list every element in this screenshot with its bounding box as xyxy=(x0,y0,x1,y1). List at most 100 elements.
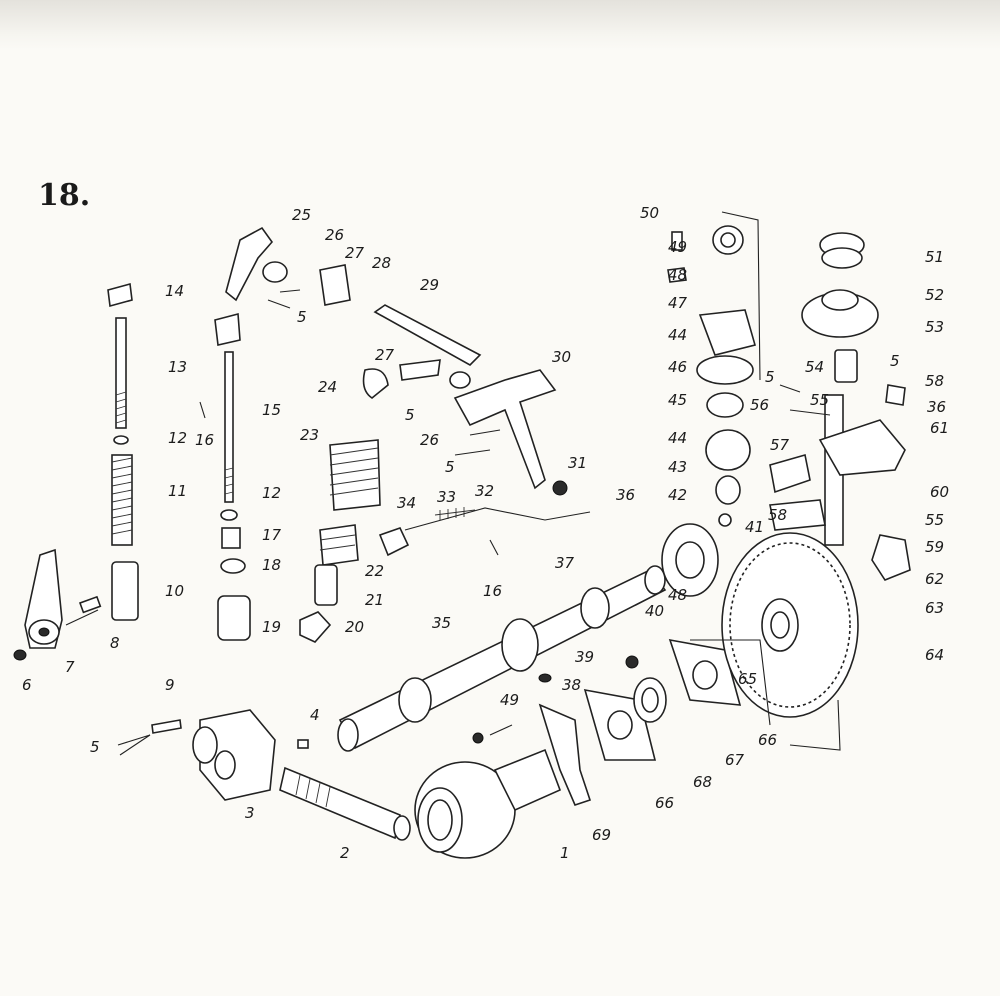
part-tie-rod-13 xyxy=(107,282,139,621)
grouping-bracket xyxy=(690,639,841,751)
callout-55a: 55 xyxy=(810,391,829,409)
callout-59: 59 xyxy=(925,538,944,556)
callout-5c: 5 xyxy=(405,406,415,424)
callout-39: 39 xyxy=(575,648,594,666)
callout-48a: 48 xyxy=(668,266,687,284)
callout-26a: 26 xyxy=(325,226,344,244)
callout-61: 61 xyxy=(930,419,949,437)
callout-38: 38 xyxy=(562,676,581,694)
callout-labels: 1 2 3 4 5 5 5 5 5 5 6 7 8 9 10 11 12 12 … xyxy=(22,204,949,862)
callout-30: 30 xyxy=(552,348,571,366)
callout-69: 69 xyxy=(592,826,611,844)
part-rocker-arm xyxy=(13,548,102,661)
callout-31: 31 xyxy=(568,454,587,472)
callout-56: 56 xyxy=(750,396,769,414)
callout-1: 1 xyxy=(560,844,570,862)
callout-44a: 44 xyxy=(668,326,687,344)
callout-14: 14 xyxy=(165,282,184,300)
callout-51: 51 xyxy=(925,248,944,266)
callout-55b: 55 xyxy=(925,511,944,529)
callout-36a: 36 xyxy=(616,486,635,504)
scan-header-band xyxy=(0,0,1000,50)
callout-43: 43 xyxy=(668,458,687,476)
callout-8: 8 xyxy=(110,634,120,652)
callout-37: 37 xyxy=(555,554,575,572)
part-camshaft-35 xyxy=(337,565,667,752)
callout-63: 63 xyxy=(925,599,944,617)
callout-64: 64 xyxy=(925,646,944,664)
callout-36b: 36 xyxy=(927,398,946,416)
part-tie-rod-15 xyxy=(199,312,251,641)
callout-46: 46 xyxy=(668,358,687,376)
callout-9: 9 xyxy=(165,676,175,694)
callout-7: 7 xyxy=(65,658,75,676)
callout-50: 50 xyxy=(640,204,659,222)
callout-53: 53 xyxy=(925,318,944,336)
callout-2: 2 xyxy=(340,844,350,862)
callout-48b: 48 xyxy=(668,586,687,604)
part-cover-66-69 xyxy=(472,638,742,806)
callout-18: 18 xyxy=(262,556,281,574)
part-governor-stack xyxy=(667,211,761,527)
part-coupling-3 xyxy=(117,709,309,801)
callout-41: 41 xyxy=(745,518,764,536)
callout-57: 57 xyxy=(770,436,790,454)
callout-5f: 5 xyxy=(890,352,900,370)
callout-28: 28 xyxy=(372,254,391,272)
callout-32: 32 xyxy=(475,482,494,500)
callout-60: 60 xyxy=(930,483,949,501)
callout-62: 62 xyxy=(925,570,944,588)
callout-5b: 5 xyxy=(297,308,307,326)
callout-44b: 44 xyxy=(668,429,687,447)
part-rod-32-34 xyxy=(378,507,591,557)
part-linkage-25-28 xyxy=(225,226,351,309)
callout-58b: 58 xyxy=(768,506,787,524)
callout-10: 10 xyxy=(165,582,184,600)
part-gear-64 xyxy=(661,523,859,718)
callout-5d: 5 xyxy=(445,458,455,476)
callout-5a: 5 xyxy=(90,738,100,756)
callout-13: 13 xyxy=(168,358,187,376)
part-housing-1 xyxy=(414,748,562,859)
callout-11: 11 xyxy=(168,482,187,500)
callout-33: 33 xyxy=(437,488,456,506)
part-drum-51-52 xyxy=(769,232,911,581)
callout-27a: 27 xyxy=(345,244,365,262)
callout-19: 19 xyxy=(262,618,281,636)
callout-26b: 26 xyxy=(420,431,439,449)
callout-22: 22 xyxy=(365,562,384,580)
callout-65: 65 xyxy=(738,670,757,688)
callout-29: 29 xyxy=(420,276,439,294)
figure-number: 18. xyxy=(38,178,91,213)
callout-17: 17 xyxy=(262,526,282,544)
callout-66b: 66 xyxy=(655,794,674,812)
callout-6: 6 xyxy=(22,676,32,694)
callout-34: 34 xyxy=(397,494,416,512)
callout-42: 42 xyxy=(668,486,687,504)
callout-68: 68 xyxy=(693,773,712,791)
callout-40: 40 xyxy=(645,602,664,620)
callout-58a: 58 xyxy=(925,372,944,390)
callout-54: 54 xyxy=(805,358,824,376)
callout-23: 23 xyxy=(300,426,319,444)
callout-20: 20 xyxy=(345,618,364,636)
callout-5e: 5 xyxy=(765,368,775,386)
callout-35: 35 xyxy=(432,614,451,632)
callout-24: 24 xyxy=(318,378,337,396)
callout-47: 47 xyxy=(668,294,688,312)
callout-66a: 66 xyxy=(758,731,777,749)
callout-15: 15 xyxy=(262,401,281,419)
callout-67: 67 xyxy=(725,751,745,769)
part-shaft-2 xyxy=(279,766,411,841)
part-spring-23 xyxy=(299,368,389,643)
callout-52: 52 xyxy=(925,286,944,304)
callout-45: 45 xyxy=(668,391,687,409)
callout-21: 21 xyxy=(365,591,384,609)
callout-25: 25 xyxy=(292,206,311,224)
callout-16a: 16 xyxy=(195,431,214,449)
callout-16b: 16 xyxy=(483,582,502,600)
callout-12a: 12 xyxy=(168,429,187,447)
part-lever-29-30 xyxy=(373,304,568,496)
